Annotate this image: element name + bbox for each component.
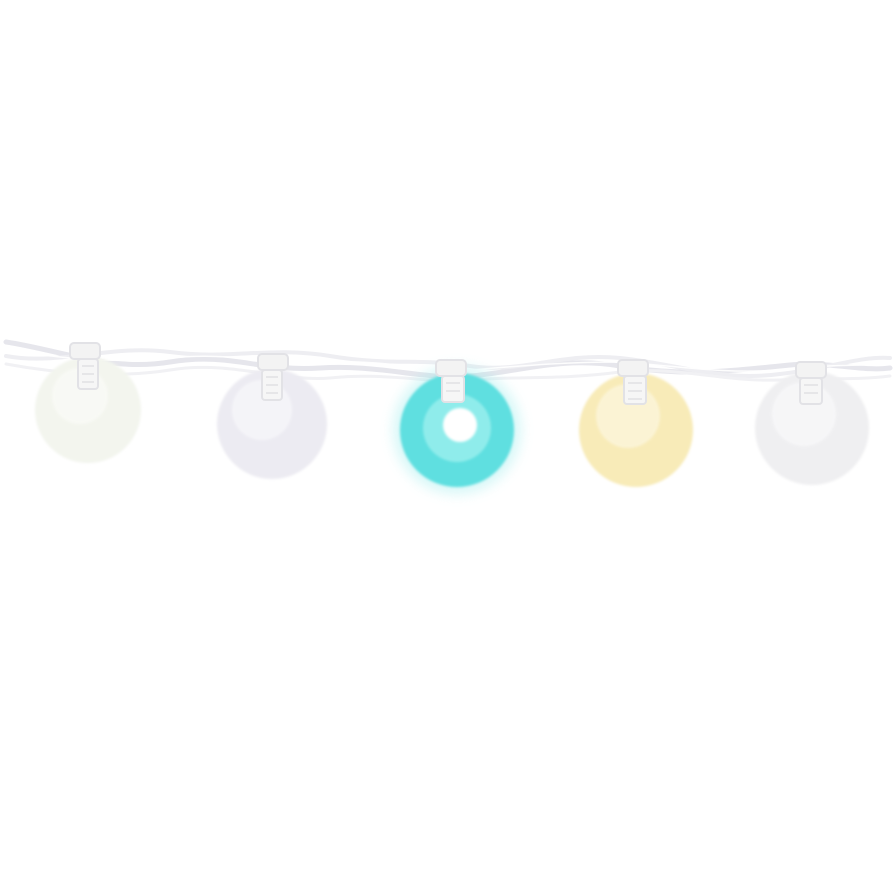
- bulb-5-socket: [795, 361, 827, 405]
- bulb-2-socket: [257, 353, 289, 401]
- bulb-4: [579, 359, 693, 487]
- bulb-2: [217, 353, 327, 479]
- bulb-3: [393, 359, 521, 494]
- bulb-1-socket: [69, 342, 101, 390]
- bulb-1: [35, 342, 141, 463]
- bulb-3-socket: [435, 359, 467, 403]
- bulb-4-socket: [617, 359, 649, 405]
- bulb-5: [755, 361, 869, 485]
- wire-strand-2: [4, 348, 892, 378]
